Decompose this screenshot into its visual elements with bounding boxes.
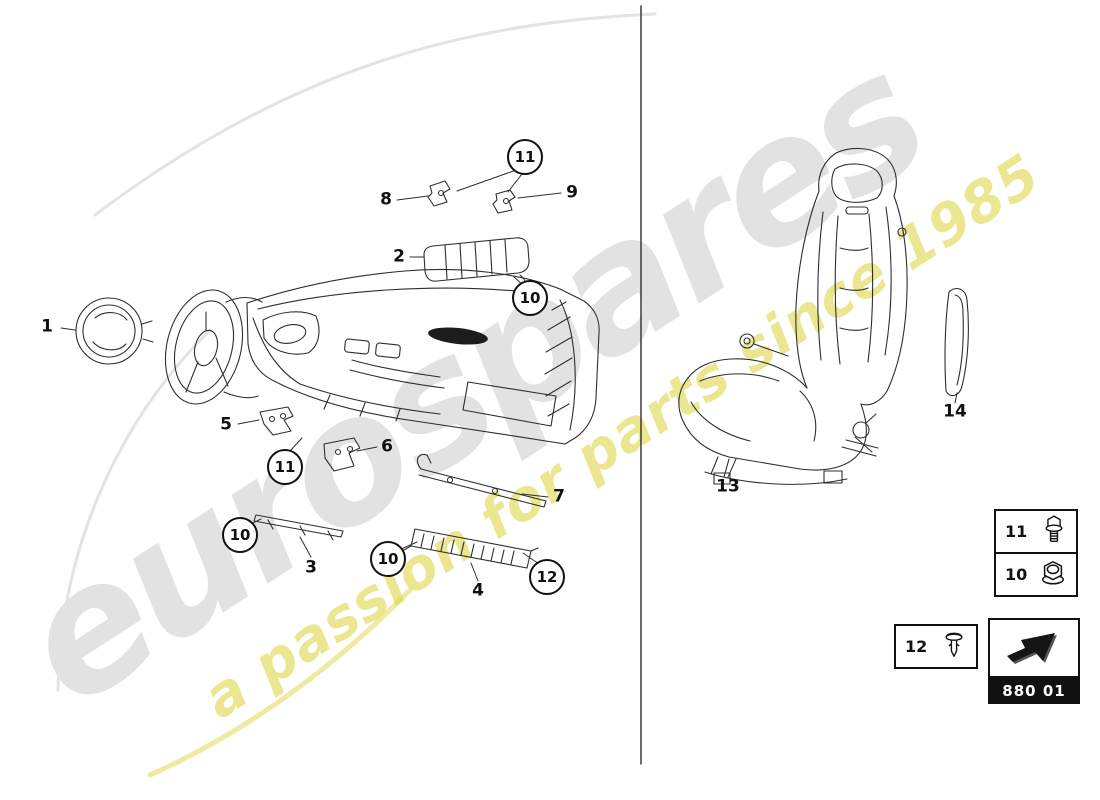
bracket-8-drawing [427,180,451,207]
rail-3-drawing [253,514,344,541]
steering-wheel-drawing [164,289,263,405]
watermark-swoosh [56,12,657,778]
bracket-5-drawing [259,406,294,436]
bracket-9-drawing [492,189,516,214]
passenger-airbag-drawing [423,237,530,291]
side-airbag-panel-drawing [944,288,969,397]
legend-fastener-10-label: 10 [1005,565,1028,584]
module-4-drawing [403,528,539,569]
callout-fastener-10-a: 10 [512,280,548,316]
callout-part-2: 2 [393,246,405,267]
callout-part-6: 6 [381,436,393,457]
legend-fastener-11-label: 11 [1005,522,1028,541]
dashboard-drawing [246,268,600,445]
legend-fastener-12: 12 [894,624,978,669]
callout-part-7: 7 [553,486,565,507]
callout-part-13: 13 [716,476,740,497]
callout-part-4: 4 [472,580,484,601]
callout-fastener-11-a: 11 [507,139,543,175]
callout-part-9: 9 [566,182,578,203]
direction-arrow-icon [1001,624,1067,672]
strip-7-drawing [416,453,547,508]
legend-fastener-12-label: 12 [905,637,928,656]
legend-fastener-10: 10 [994,552,1078,597]
driver-airbag-drawing [75,297,154,365]
callout-fastener-10-c: 10 [370,541,406,577]
callout-part-3: 3 [305,557,317,578]
callout-part-5: 5 [220,414,232,435]
hex-bolt-icon [1041,513,1067,551]
seat-drawing [678,148,908,485]
callout-part-1: 1 [41,316,53,337]
legend-fastener-11: 11 [994,509,1078,554]
callout-fastener-10-b: 10 [222,517,258,553]
callout-fastener-12: 12 [529,559,565,595]
callout-part-14: 14 [943,401,967,422]
part-group-code: 880 01 [988,678,1080,704]
bracket-6-drawing [323,437,361,472]
expansion-rivet-icon [941,628,967,666]
direction-arrow-box [988,618,1080,678]
leader-lines [60,168,958,582]
callout-part-8: 8 [380,189,392,210]
callout-fastener-11-b: 11 [267,449,303,485]
flange-nut-icon [1039,558,1067,592]
